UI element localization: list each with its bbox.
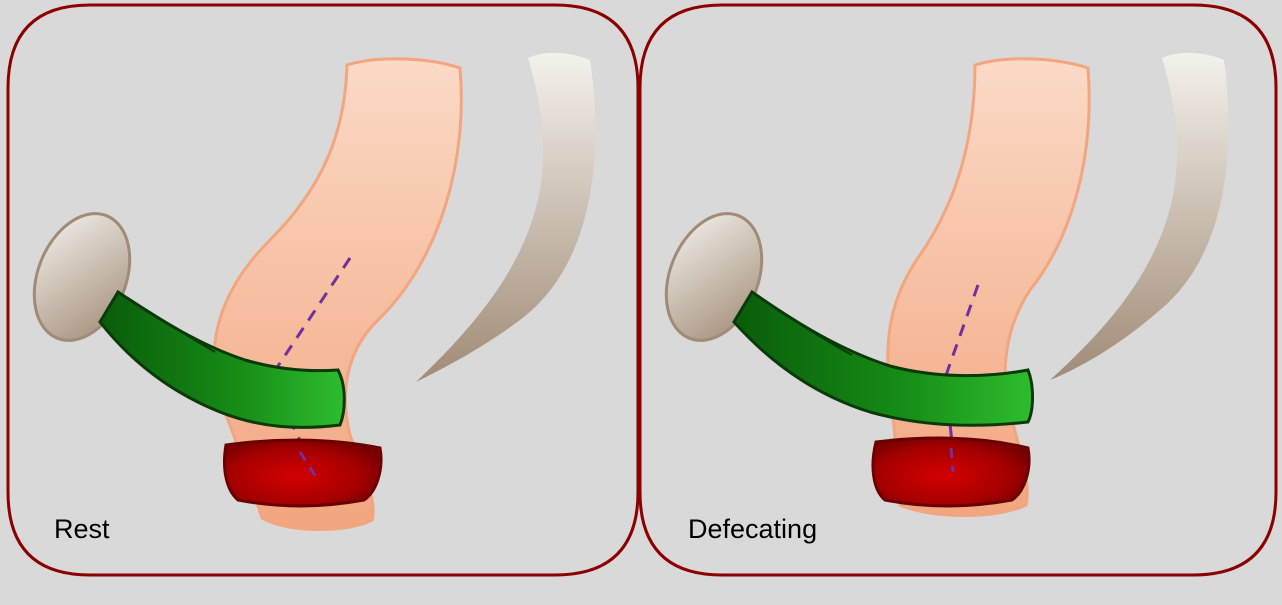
panel-defecating: Defecating <box>640 5 1276 575</box>
panel-label-defecating: Defecating <box>688 514 817 544</box>
panel-label-rest: Rest <box>54 514 110 544</box>
panel-rest: Rest <box>8 5 638 575</box>
anal-sphincter <box>225 440 382 506</box>
